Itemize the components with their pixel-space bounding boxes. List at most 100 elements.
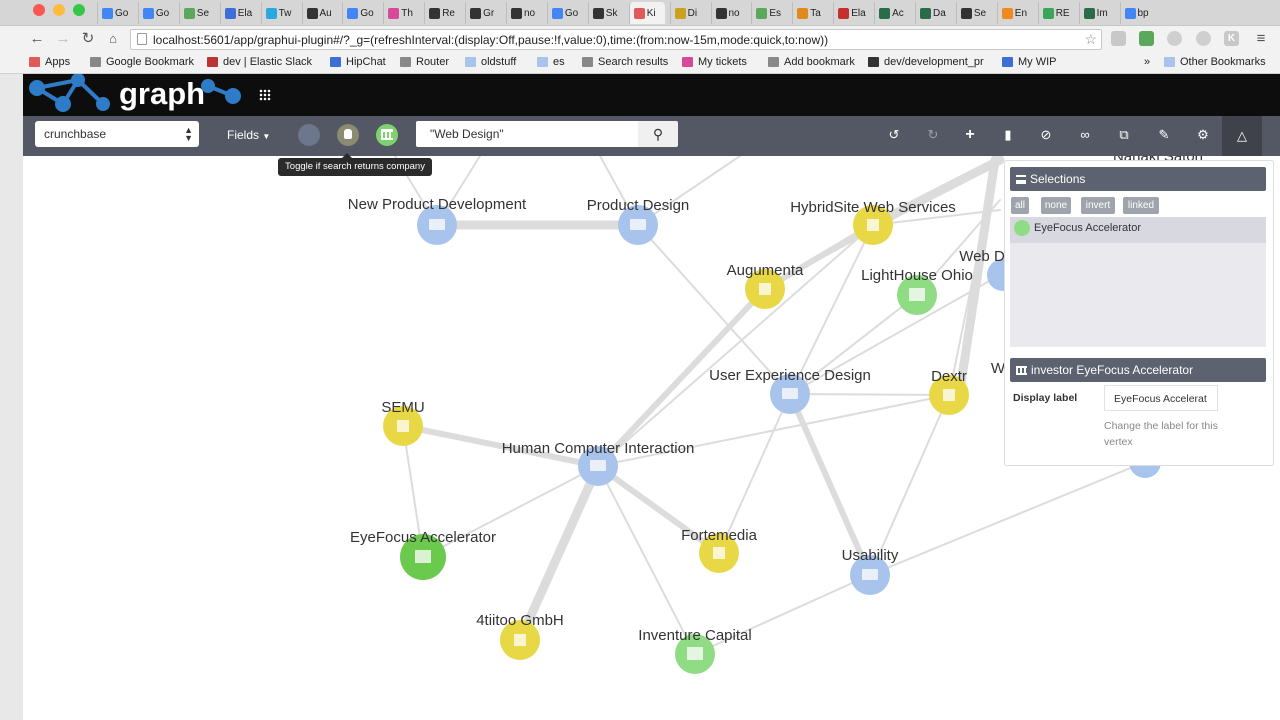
index-selector[interactable]: crunchbase ▲▼ bbox=[35, 121, 199, 147]
browser-tab[interactable]: Th bbox=[383, 2, 417, 24]
zoom-window-button[interactable] bbox=[73, 4, 85, 16]
investor-type-toggle[interactable] bbox=[376, 124, 398, 146]
browser-tab[interactable]: Se bbox=[955, 2, 990, 24]
browser-tab[interactable]: Es bbox=[751, 2, 785, 24]
graph-edge bbox=[595, 463, 722, 556]
bookmark-item[interactable]: Add bookmark bbox=[768, 56, 855, 68]
bookmark-item[interactable]: Google Bookmark bbox=[90, 56, 194, 68]
select-none-button[interactable]: none bbox=[1041, 197, 1071, 214]
tab-favicon-icon bbox=[306, 7, 318, 19]
bookmark-item[interactable]: es bbox=[537, 56, 565, 68]
company-type-toggle[interactable] bbox=[337, 124, 359, 146]
selection-item-label: EyeFocus Accelerator bbox=[1034, 222, 1141, 234]
bookmark-label: Apps bbox=[45, 56, 71, 68]
browser-tab[interactable]: no bbox=[506, 2, 540, 24]
graph-edge bbox=[789, 274, 1001, 395]
bookmark-item[interactable]: Other Bookmarks bbox=[1164, 56, 1266, 68]
display-label-input[interactable]: EyeFocus Accelerat bbox=[1104, 385, 1218, 411]
chrome-menu-icon[interactable]: ≡ bbox=[1256, 30, 1266, 47]
list-icon bbox=[1016, 175, 1026, 184]
bookmarks-overflow[interactable]: » bbox=[1144, 56, 1151, 68]
bookmark-item[interactable]: dev/development_pr bbox=[868, 56, 984, 68]
address-bar[interactable]: localhost:5601/app/graphui-plugin#/?_g=(… bbox=[130, 29, 1102, 50]
browser-tab[interactable]: Di bbox=[669, 2, 704, 24]
redo-icon[interactable]: ↻ bbox=[927, 127, 939, 142]
fields-dropdown[interactable]: Fields ▼ bbox=[227, 128, 270, 142]
select-invert-button[interactable]: invert bbox=[1081, 197, 1115, 214]
select-linked-button[interactable]: linked bbox=[1123, 197, 1159, 214]
browser-tab[interactable]: Da bbox=[915, 2, 949, 24]
tab-favicon-icon bbox=[183, 7, 195, 19]
term-type-toggle[interactable] bbox=[298, 124, 320, 146]
tab-title: En bbox=[1014, 7, 1028, 19]
browser-tab[interactable]: Go bbox=[97, 2, 131, 24]
browser-tab[interactable]: Ki bbox=[628, 2, 665, 24]
blacklist-ban-icon[interactable]: ⊘ bbox=[1040, 127, 1052, 142]
lab-flask-button[interactable]: △ bbox=[1222, 116, 1262, 156]
browser-tab[interactable]: Ac bbox=[874, 2, 908, 24]
browser-tab[interactable]: Sk bbox=[587, 2, 622, 24]
expand-plus-icon[interactable]: + bbox=[965, 126, 975, 143]
bookmark-item[interactable]: Apps bbox=[29, 56, 70, 68]
browser-tab[interactable]: no bbox=[710, 2, 745, 24]
browser-tab[interactable]: Go bbox=[342, 2, 376, 24]
graph-edge bbox=[597, 465, 696, 655]
select-all-button[interactable]: all bbox=[1011, 197, 1029, 214]
browser-tab[interactable]: Tw bbox=[260, 2, 295, 24]
profile-k-icon[interactable]: K bbox=[1224, 31, 1239, 46]
bookmark-item[interactable]: Router bbox=[400, 56, 449, 68]
group-icon[interactable]: ⧉ bbox=[1119, 127, 1129, 142]
delete-trash-icon[interactable]: ▮ bbox=[1004, 127, 1012, 142]
settings-gear-icon[interactable]: ⚙ bbox=[1197, 127, 1209, 142]
search-button[interactable]: ⚲ bbox=[638, 121, 678, 147]
tab-title: Sk bbox=[605, 7, 618, 19]
browser-tab[interactable]: Ta bbox=[792, 2, 826, 24]
extension-icon[interactable] bbox=[1139, 31, 1154, 46]
tab-title: Go bbox=[360, 7, 374, 19]
bookmark-item[interactable]: My WIP bbox=[1002, 56, 1057, 68]
graph-logo[interactable]: graph bbox=[23, 74, 248, 116]
browser-tab[interactable]: En bbox=[996, 2, 1031, 24]
selection-item[interactable]: EyeFocus Accelerator bbox=[1010, 217, 1266, 243]
browser-tab[interactable]: Ela bbox=[833, 2, 867, 24]
browser-tab[interactable]: Gr bbox=[465, 2, 499, 24]
bookmark-item[interactable]: oldstuff bbox=[465, 56, 516, 68]
undo-icon[interactable]: ↺ bbox=[888, 127, 900, 142]
close-window-button[interactable] bbox=[33, 4, 45, 16]
style-brush-icon[interactable]: ✎ bbox=[1158, 127, 1170, 142]
tab-favicon-icon bbox=[715, 7, 727, 19]
bookmark-item[interactable]: dev | Elastic Slack bbox=[207, 56, 312, 68]
apps-grid-icon[interactable] bbox=[259, 89, 271, 101]
browser-tab[interactable]: Au bbox=[301, 2, 336, 24]
reload-button[interactable]: ↻ bbox=[81, 30, 95, 47]
browser-tab[interactable]: Re bbox=[424, 2, 458, 24]
tab-title: Im bbox=[1096, 7, 1108, 19]
browser-tab[interactable]: Se bbox=[178, 2, 213, 24]
browser-tab[interactable]: Ela bbox=[219, 2, 254, 24]
bookmark-item[interactable]: My tickets bbox=[682, 56, 747, 68]
bank-icon bbox=[381, 129, 393, 140]
bookmark-item[interactable]: Search results bbox=[582, 56, 668, 68]
back-button[interactable]: ← bbox=[29, 30, 45, 47]
bookmark-item[interactable]: HipChat bbox=[330, 56, 386, 68]
tab-favicon-icon bbox=[960, 7, 972, 19]
extension-icon[interactable] bbox=[1196, 31, 1211, 46]
browser-tab[interactable]: Go bbox=[137, 2, 172, 24]
browser-tab[interactable]: Im bbox=[1078, 2, 1113, 24]
vertex-header: investor EyeFocus Accelerator bbox=[1010, 358, 1266, 382]
extension-icon[interactable] bbox=[1167, 31, 1182, 46]
forward-button[interactable]: → bbox=[55, 30, 71, 47]
browser-tab[interactable]: Go bbox=[546, 2, 581, 24]
bookmark-star-icon[interactable]: ☆ bbox=[1084, 31, 1097, 47]
extension-icon[interactable] bbox=[1111, 31, 1126, 46]
browser-tab[interactable]: RE bbox=[1037, 2, 1072, 24]
home-button[interactable]: ⌂ bbox=[109, 31, 117, 46]
search-input[interactable]: "Web Design" bbox=[416, 121, 638, 147]
minimize-window-button[interactable] bbox=[53, 4, 65, 16]
graph-edge bbox=[955, 156, 1000, 395]
selections-title: Selections bbox=[1030, 172, 1086, 186]
link-icon[interactable]: ∞ bbox=[1080, 127, 1090, 142]
tab-favicon-icon bbox=[920, 7, 931, 19]
browser-tab[interactable]: bp bbox=[1119, 2, 1154, 24]
